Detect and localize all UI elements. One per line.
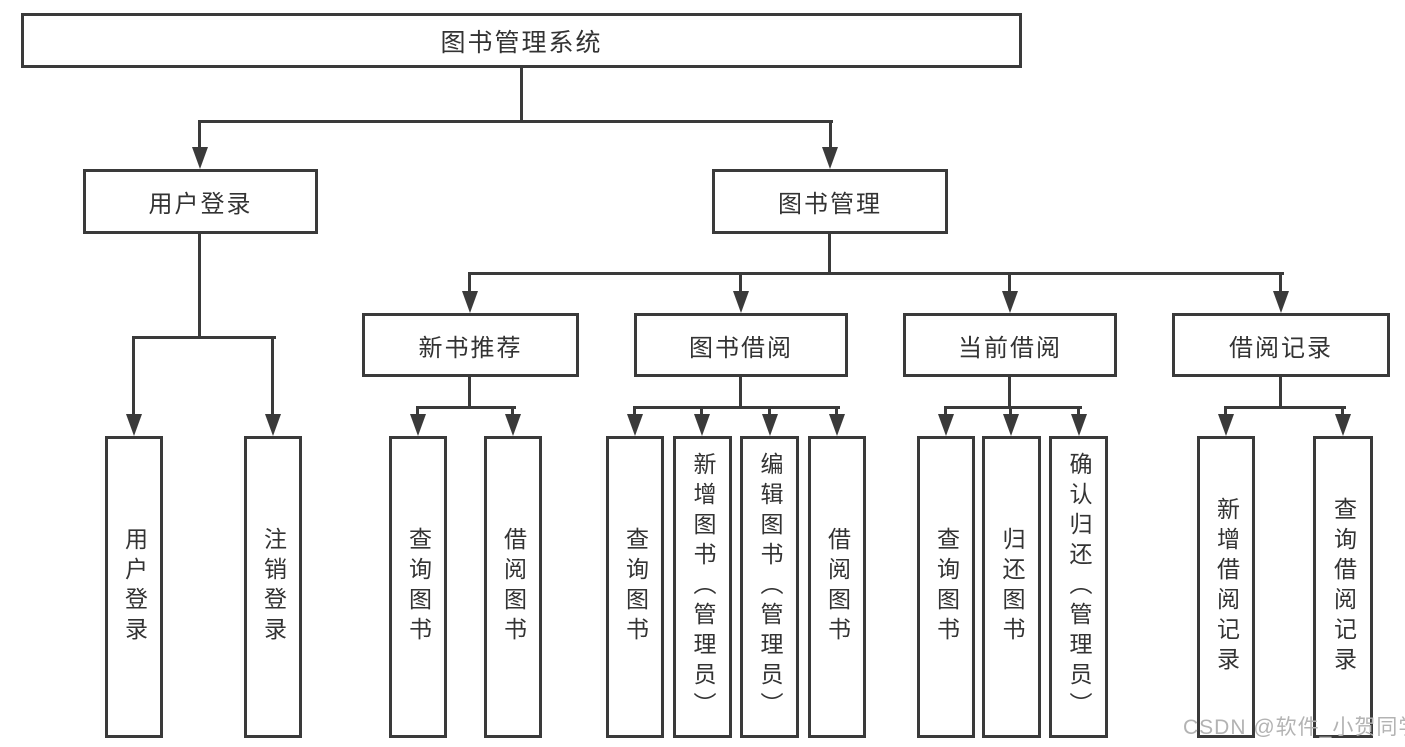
connector-line: [271, 336, 274, 418]
connector-line: [829, 120, 832, 151]
connector-line: [1008, 272, 1011, 295]
node-logout-label: 注销登录: [260, 527, 287, 647]
node-logout: 注销登录: [244, 436, 302, 738]
arrowhead-down-icon: [462, 291, 478, 313]
connector-line: [1279, 377, 1282, 406]
node-current-borrowing: 当前借阅: [903, 313, 1117, 377]
node-book-management-branch: 图书管理: [712, 169, 948, 234]
node-root-label: 图书管理系统: [440, 28, 603, 57]
connector-line: [944, 406, 1082, 409]
arrowhead-down-icon: [829, 414, 845, 436]
arrowhead-down-icon: [126, 414, 142, 436]
arrowhead-down-icon: [938, 414, 954, 436]
node-borrow-books-recommend-label: 借阅图书: [500, 527, 527, 647]
arrowhead-down-icon: [733, 291, 749, 313]
node-user-login-label: 用户登录: [121, 527, 148, 647]
arrowhead-down-icon: [1218, 414, 1234, 436]
connector-line: [1224, 406, 1227, 418]
connector-line: [1279, 272, 1282, 295]
node-root: 图书管理系统: [21, 13, 1022, 68]
node-query-books-current: 查询图书: [917, 436, 975, 738]
arrowhead-down-icon: [1002, 291, 1018, 313]
connector-line: [132, 336, 135, 418]
arrowhead-down-icon: [694, 414, 710, 436]
node-user-login-branch: 用户登录: [83, 169, 318, 234]
arrowhead-down-icon: [505, 414, 521, 436]
node-book-borrowing: 图书借阅: [634, 313, 848, 377]
arrowhead-down-icon: [1335, 414, 1351, 436]
node-borrow-books: 借阅图书: [808, 436, 866, 738]
node-query-books-borrowing: 查询图书: [606, 436, 664, 738]
node-current-borrowing-label: 当前借阅: [958, 334, 1062, 362]
arrowhead-down-icon: [822, 147, 838, 169]
node-query-borrow-record: 查询借阅记录: [1313, 436, 1373, 738]
node-edit-books-admin: 编辑图书（管理员）: [740, 436, 799, 738]
connector-line: [1008, 377, 1011, 406]
connector-line: [633, 406, 840, 409]
node-add-borrow-record: 新增借阅记录: [1197, 436, 1255, 738]
node-borrow-books-recommend: 借阅图书: [484, 436, 542, 738]
connector-line: [768, 406, 771, 418]
node-borrowing-records: 借阅记录: [1172, 313, 1390, 377]
arrowhead-down-icon: [1071, 414, 1087, 436]
node-book-management-branch-label: 图书管理: [778, 191, 882, 218]
connector-line: [1224, 406, 1346, 409]
connector-line: [1341, 406, 1344, 418]
connector-line: [700, 406, 703, 418]
connector-line: [198, 120, 201, 151]
node-new-book-recommend-label: 新书推荐: [418, 334, 523, 362]
node-return-books-label: 归还图书: [999, 527, 1025, 647]
csdn-watermark: CSDN @软件_小贺同学: [1183, 716, 1405, 739]
connector-line: [1077, 406, 1080, 418]
node-confirm-return-admin: 确认归还（管理员）: [1049, 436, 1108, 738]
connector-line: [511, 406, 514, 418]
node-query-books-current-label: 查询图书: [933, 527, 960, 647]
node-query-books-borrowing-label: 查询图书: [622, 527, 649, 647]
arrowhead-down-icon: [762, 414, 778, 436]
connector-line: [633, 406, 636, 418]
connector-line: [739, 272, 742, 295]
node-query-books-recommend: 查询图书: [389, 436, 447, 738]
node-add-books-admin-label: 新增图书（管理员）: [690, 452, 716, 722]
node-book-borrowing-label: 图书借阅: [689, 334, 793, 362]
node-add-books-admin: 新增图书（管理员）: [673, 436, 732, 738]
connector-line: [944, 406, 947, 418]
connector-line: [416, 406, 516, 409]
arrowhead-down-icon: [1003, 414, 1019, 436]
node-borrow-books-label: 借阅图书: [824, 527, 851, 647]
node-confirm-return-admin-label: 确认归还（管理员）: [1066, 452, 1092, 722]
arrowhead-down-icon: [192, 147, 208, 169]
connector-line: [828, 234, 831, 272]
arrowhead-down-icon: [627, 414, 643, 436]
connector-line: [468, 272, 1284, 275]
connector-line: [468, 272, 471, 295]
connector-line: [835, 406, 838, 418]
connector-line: [198, 234, 201, 336]
arrowhead-down-icon: [1273, 291, 1289, 313]
arrowhead-down-icon: [410, 414, 426, 436]
node-query-borrow-record-label: 查询借阅记录: [1330, 497, 1357, 677]
node-borrowing-records-label: 借阅记录: [1229, 334, 1333, 362]
node-query-books-recommend-label: 查询图书: [405, 527, 432, 647]
connector-line: [416, 406, 419, 418]
node-add-borrow-record-label: 新增借阅记录: [1213, 497, 1240, 677]
connector-line: [520, 68, 523, 120]
node-new-book-recommend: 新书推荐: [362, 313, 579, 377]
connector-line: [739, 377, 742, 406]
connector-line: [468, 377, 471, 406]
node-return-books: 归还图书: [982, 436, 1041, 738]
node-user-login-branch-label: 用户登录: [148, 191, 253, 218]
node-user-login: 用户登录: [105, 436, 163, 738]
node-edit-books-admin-label: 编辑图书（管理员）: [757, 452, 783, 722]
connector-line: [199, 120, 833, 123]
connector-line: [1009, 406, 1012, 418]
arrowhead-down-icon: [265, 414, 281, 436]
connector-line: [132, 336, 276, 339]
